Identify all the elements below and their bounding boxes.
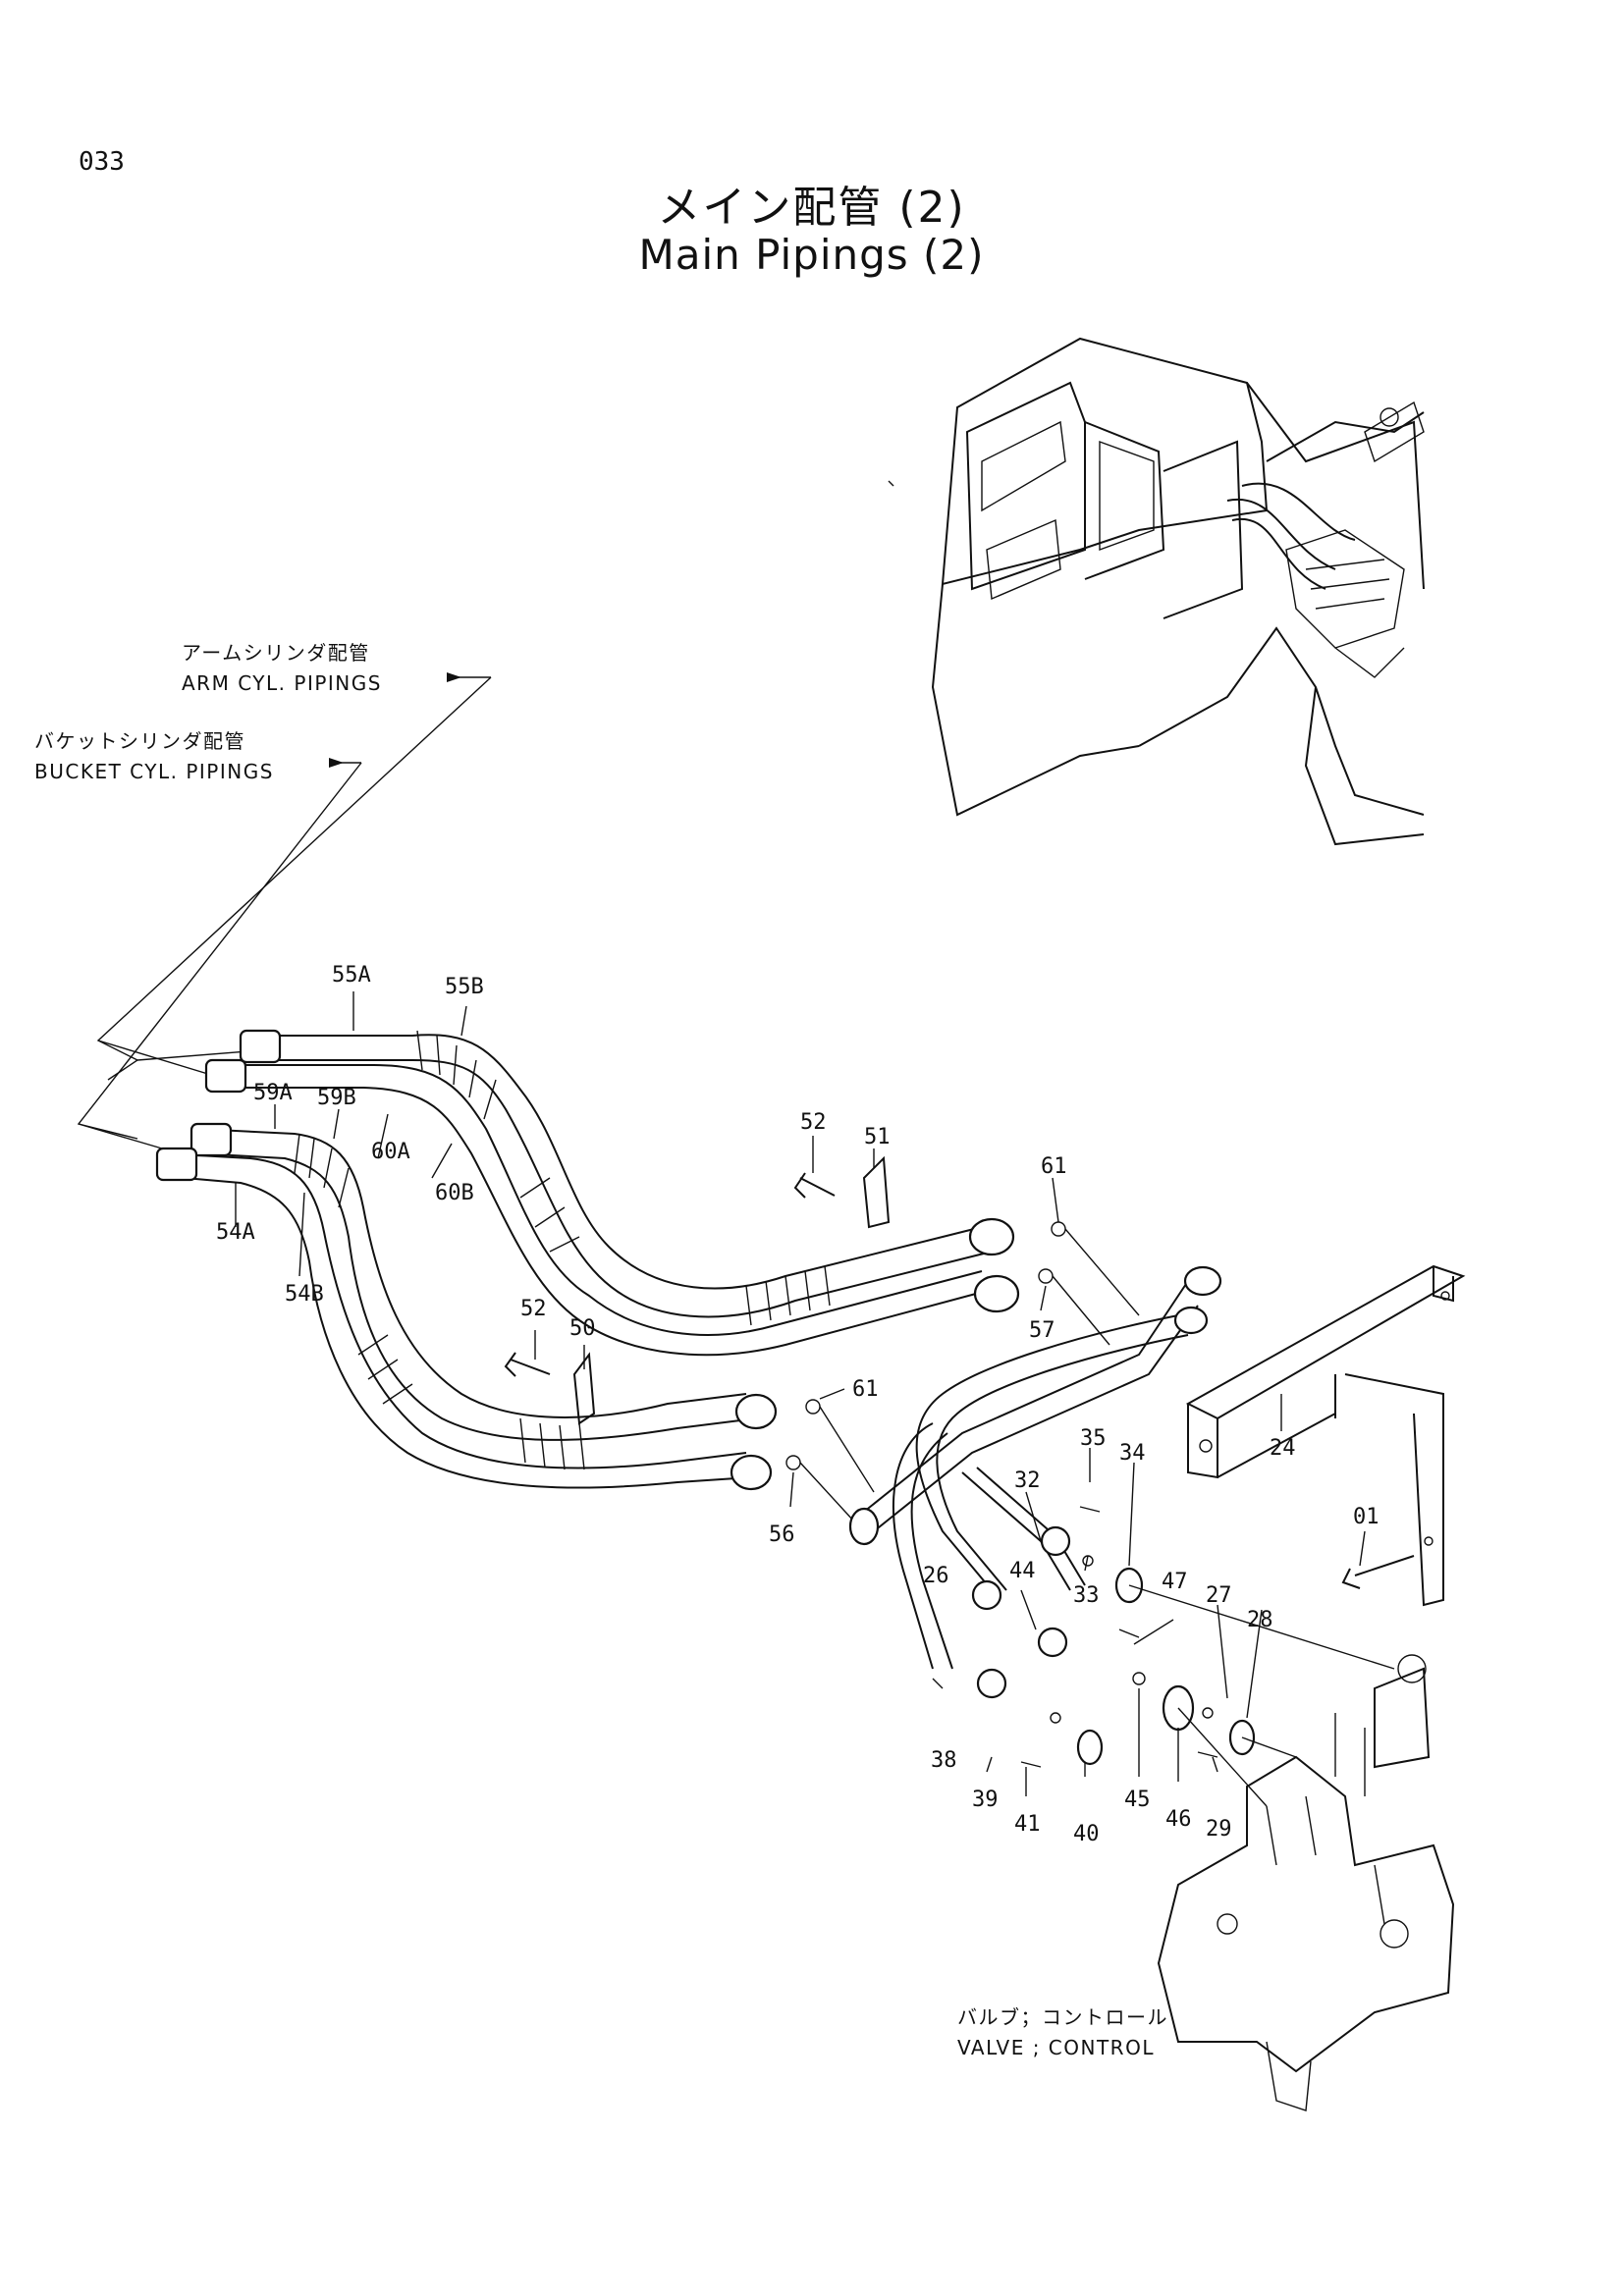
part-label: 52 [800,1110,827,1135]
callout-leaders [77,672,492,1149]
part-label: 41 [1014,1812,1041,1837]
page-number: 033 [79,147,125,177]
steel-pipes-and-bracket [848,1264,1466,1699]
part-label: 35 [1080,1426,1107,1451]
part-label: 33 [1073,1583,1100,1608]
control-valve-label-jp: バルブ；コントロール [957,2005,1168,2029]
part-label: 46 [1165,1807,1192,1832]
bucket-cyl-label-en: BUCKET CYL. PIPINGS [34,760,274,783]
part-label: 24 [1270,1436,1296,1461]
bucket-cyl-label-jp: バケットシリンダ配管 [34,729,245,753]
part-label: 45 [1124,1788,1151,1812]
part-label: 29 [1206,1817,1232,1842]
part-label: 40 [1073,1822,1100,1846]
part-label: 61 [1041,1154,1067,1179]
part-label: 38 [931,1748,957,1773]
part-label: 39 [972,1788,999,1812]
part-label: 59B [317,1086,356,1110]
part-label: 44 [1009,1559,1036,1583]
part-label: 52 [520,1297,547,1321]
part-label: 27 [1206,1583,1232,1608]
part-label: 61 [852,1377,879,1402]
part-label: 57 [1029,1318,1055,1343]
part-label: 60A [371,1140,410,1164]
part-label: 55A [332,963,371,988]
flange-fittings [1020,1506,1395,1807]
control-valve-label-en: VALVE ; CONTROL [957,2036,1155,2059]
part-leaders [235,991,1366,1796]
part-label: 26 [923,1564,949,1588]
arm-cyl-label-jp: アームシリンダ配管 [182,641,370,665]
part-label: 54A [216,1220,255,1245]
part-label: 01 [1353,1505,1380,1529]
part-number-labels: 55A 55B 59A 59B 60A 60B 54A 54B 52 51 61… [216,963,1380,1846]
part-label: 55B [445,975,484,999]
part-label: 28 [1247,1608,1273,1632]
control-valve-illustration [1157,1654,1455,2111]
part-label: 50 [569,1316,596,1341]
page-title-jp: メイン配管 (2) [657,183,966,233]
hose-assemblies [155,1029,1140,1522]
excavator-cab-illustration [888,337,1425,846]
part-label: 32 [1014,1468,1041,1493]
part-label: 54B [285,1282,324,1307]
part-label: 51 [864,1125,891,1149]
arm-cyl-label-en: ARM CYL. PIPINGS [182,671,382,695]
part-label: 59A [253,1081,293,1105]
part-label: 56 [769,1522,795,1547]
part-label: 47 [1162,1570,1188,1594]
part-label: 34 [1119,1441,1146,1466]
page-title-en: Main Pipings (2) [638,231,985,279]
part-label: 60B [435,1181,474,1205]
